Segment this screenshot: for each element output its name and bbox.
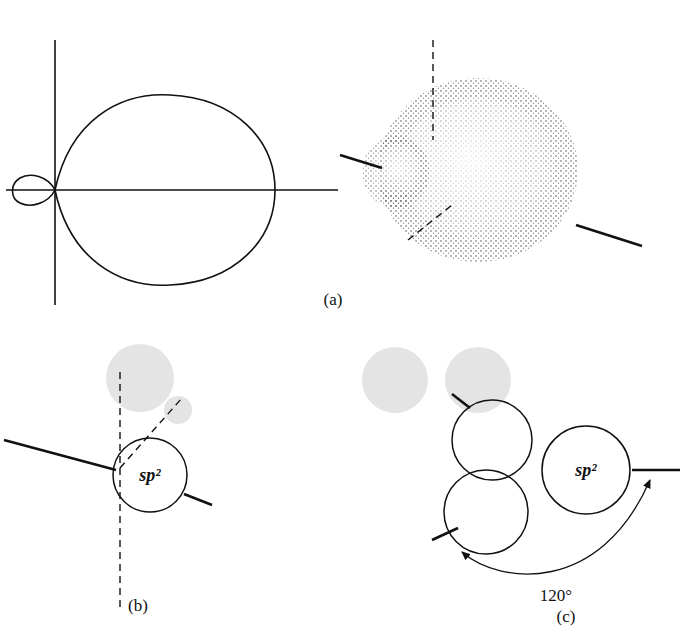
orbital-label: sp² bbox=[575, 460, 596, 481]
part-label: (b) bbox=[128, 596, 148, 616]
hybrid-orbital: sp² bbox=[541, 425, 631, 515]
angle-label: 120° bbox=[538, 586, 574, 606]
orbital-label: sp² bbox=[139, 465, 160, 486]
part-label: (c) bbox=[557, 607, 576, 627]
part-label: (a) bbox=[324, 290, 343, 310]
hybrid-orbital: sp² bbox=[112, 437, 188, 513]
